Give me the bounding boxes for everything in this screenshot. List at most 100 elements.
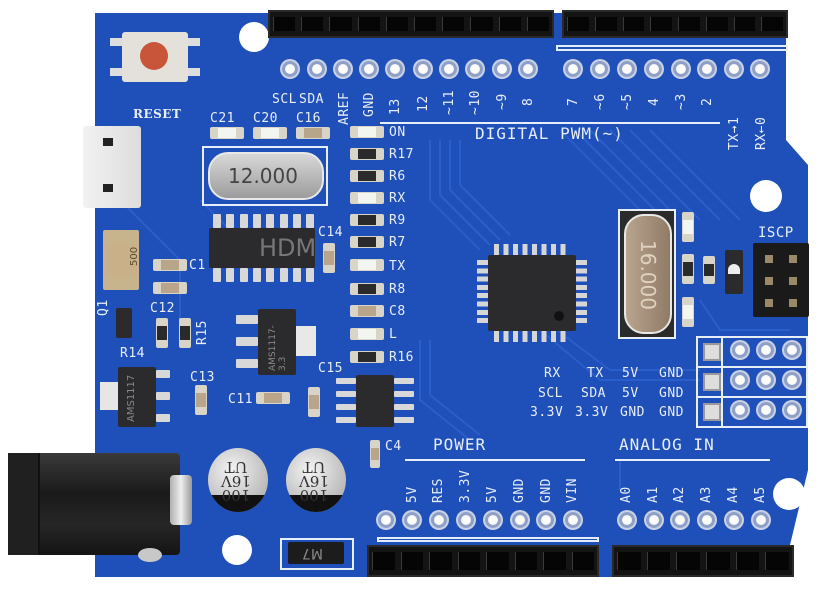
pin-hole-gnd[interactable] (361, 61, 377, 77)
label-r6: R6 (389, 169, 406, 184)
pin-hole-a5[interactable] (753, 512, 769, 528)
label-2: 2 (700, 97, 715, 106)
pin-hole-3[interactable] (673, 61, 689, 77)
iscp-header[interactable] (753, 243, 809, 317)
pin-hole-5[interactable] (619, 61, 635, 77)
resistor-iscp (703, 256, 715, 284)
capacitor-c13 (195, 385, 207, 415)
chip-pin (213, 268, 221, 282)
resistor-r14 (156, 318, 168, 348)
pin-hole-power-gnd-2[interactable] (538, 512, 554, 528)
aux-pin-square[interactable] (703, 403, 721, 421)
label-r17: R17 (389, 147, 414, 162)
chip-pin (336, 391, 356, 397)
iscp-pin[interactable] (789, 255, 797, 263)
pin-hole-0[interactable] (752, 61, 768, 77)
pin-hole-a2[interactable] (672, 512, 688, 528)
pin-hole-6[interactable] (592, 61, 608, 77)
jack-solder (138, 548, 162, 562)
pin-hole-12[interactable] (415, 61, 431, 77)
reset-pad (188, 68, 200, 76)
reset-button-cap[interactable] (140, 42, 168, 70)
label-sda: SDA (299, 92, 324, 107)
label-9: ~9 (495, 93, 510, 110)
analog-label-a2: A2 (672, 486, 687, 503)
label-c1: C1 (189, 258, 206, 273)
pin-hole-power-5v[interactable] (404, 512, 420, 528)
chip-pin (394, 404, 414, 410)
iscp-pin[interactable] (789, 277, 797, 285)
iscp-pin[interactable] (765, 299, 773, 307)
aux-pin[interactable] (758, 402, 774, 418)
jack-rim (8, 453, 40, 555)
aux-pin[interactable] (784, 372, 800, 388)
aux-pin-square[interactable] (703, 373, 721, 391)
micro-usb-port[interactable] (83, 126, 141, 208)
iscp-pin[interactable] (765, 255, 773, 263)
label-l: L (389, 327, 398, 342)
pin-hole-9[interactable] (494, 61, 510, 77)
mounting-hole (750, 180, 782, 212)
pin-hole-power-gnd[interactable] (512, 512, 528, 528)
pin-hole-13[interactable] (387, 61, 403, 77)
pin-hole-4[interactable] (646, 61, 662, 77)
pin-hole-sda[interactable] (309, 61, 325, 77)
pin-hole-a3[interactable] (699, 512, 715, 528)
digital-header-left[interactable] (268, 10, 554, 38)
analog-label-a3: A3 (699, 486, 714, 503)
chip-pin (213, 214, 221, 228)
reset-button[interactable] (122, 32, 188, 82)
resistor-r7 (350, 236, 384, 248)
chip-pin (293, 214, 301, 228)
digital-header-right[interactable] (562, 10, 788, 38)
mounting-hole (773, 478, 805, 510)
label-11: ~11 (442, 90, 457, 115)
label-r15: R15 (195, 320, 210, 345)
crystal-12-marking: 12.000 (228, 164, 298, 188)
pin-hole-a0[interactable] (619, 512, 635, 528)
chip-pin (253, 214, 261, 228)
aux-pin[interactable] (732, 342, 748, 358)
iscp-pin[interactable] (765, 277, 773, 285)
aux-pin-square[interactable] (703, 343, 721, 361)
pin-hole-power-vin[interactable] (565, 512, 581, 528)
resistor-crystal (682, 254, 694, 284)
pin-hole-2[interactable] (699, 61, 715, 77)
pin-hole-scl[interactable] (282, 61, 298, 77)
iscp-pin[interactable] (789, 299, 797, 307)
power-label-res: RES (431, 478, 446, 503)
pin-hole-a4[interactable] (726, 512, 742, 528)
capacitor-c16 (296, 127, 330, 139)
pin-hole-power-nc[interactable] (378, 512, 394, 528)
pin-hole-11[interactable] (441, 61, 457, 77)
aux-pin[interactable] (784, 402, 800, 418)
aux-pin[interactable] (758, 342, 774, 358)
chip-pin (240, 268, 248, 282)
aux-pin[interactable] (784, 342, 800, 358)
dc-barrel-jack[interactable] (8, 453, 180, 555)
capacitor-c1 (153, 259, 187, 271)
pin-hole-power-res[interactable] (431, 512, 447, 528)
usb-slot (103, 184, 113, 192)
label-c15: C15 (318, 361, 343, 376)
chip-pin (266, 268, 274, 282)
pin-hole-aref[interactable] (335, 61, 351, 77)
power-label-gnd-2: GND (539, 478, 554, 503)
aux-pin[interactable] (758, 372, 774, 388)
analog-label-a4: A4 (726, 486, 741, 503)
pin-hole-a1[interactable] (646, 512, 662, 528)
analog-header[interactable] (612, 545, 794, 577)
power-label-5v: 5V (405, 486, 420, 503)
power-header[interactable] (367, 545, 599, 577)
pin-hole-7[interactable] (565, 61, 581, 77)
label-c20: C20 (253, 111, 278, 126)
aux-pin[interactable] (732, 372, 748, 388)
pin-hole-8[interactable] (520, 61, 536, 77)
aux-tx: TX (587, 366, 604, 381)
aux-pin[interactable] (732, 402, 748, 418)
pin-hole-10[interactable] (467, 61, 483, 77)
pin-hole-power-5v-2[interactable] (485, 512, 501, 528)
pin-hole-1[interactable] (726, 61, 742, 77)
label-12: 12 (416, 95, 431, 112)
pin-hole-power-33v[interactable] (458, 512, 474, 528)
